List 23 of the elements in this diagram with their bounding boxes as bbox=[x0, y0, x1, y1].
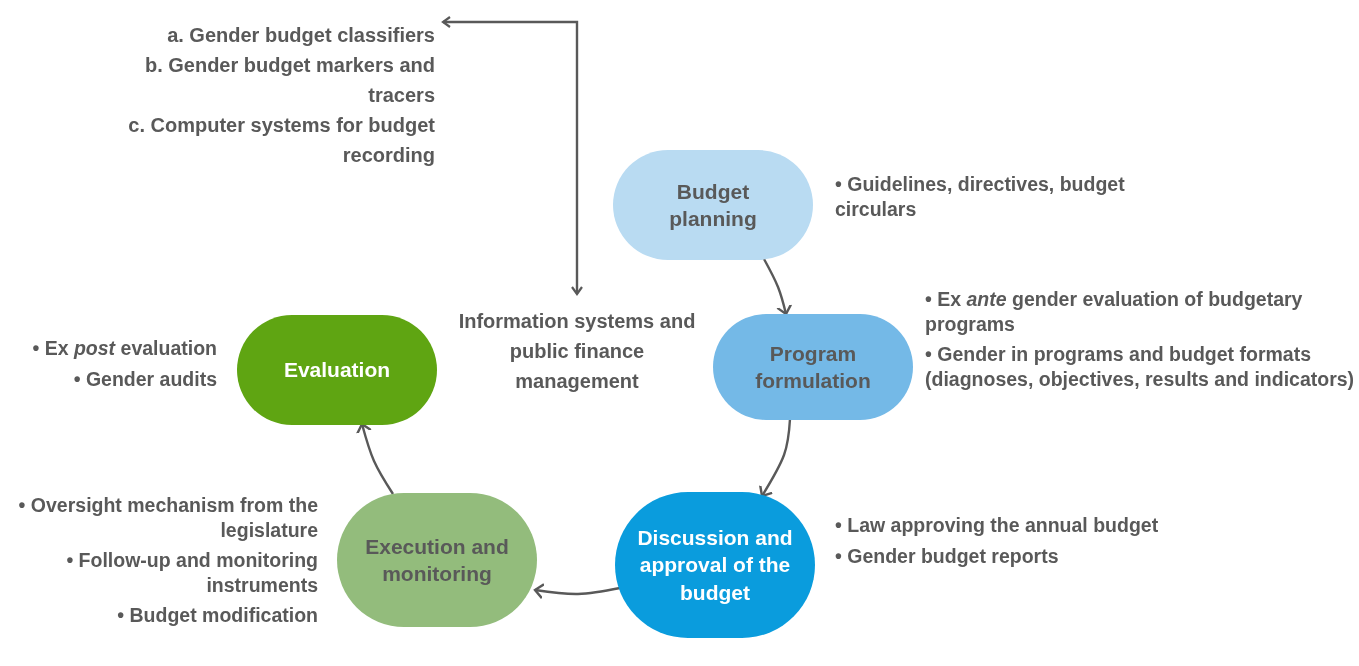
bullet-item: • Follow-up and monitoring instruments bbox=[65, 548, 318, 598]
bullet-item: • Budget modification bbox=[116, 603, 318, 628]
stage-label: Discussion and approval of the budget bbox=[637, 525, 793, 606]
stage-label: Execution and monitoring bbox=[364, 533, 510, 587]
stage-label: Budget planning bbox=[668, 178, 758, 232]
cycle-arrow bbox=[356, 422, 394, 495]
cycle-arrow bbox=[762, 258, 793, 316]
bullet-item: • Law approving the annual budget bbox=[835, 513, 1160, 538]
bullet-item: • Gender budget reports bbox=[835, 543, 1060, 569]
stage-label: Evaluation bbox=[283, 357, 391, 384]
bullet-item: • Gender in programs and budget formats (diagnoses, objectives, results and indicators) bbox=[925, 342, 1355, 392]
bullet-item: • Ex ante gender evaluation of budgetary programs bbox=[925, 287, 1304, 337]
bullet-item: • Oversight mechanism from the legislature bbox=[17, 493, 318, 543]
list-item: a. Gender budget classifiers bbox=[167, 23, 435, 48]
stage-label: Program formulation bbox=[754, 340, 872, 394]
bullet-item: • Guidelines, directives, budget circulars bbox=[835, 172, 1126, 222]
double-arrow bbox=[441, 15, 584, 296]
cycle-arrow bbox=[533, 583, 621, 600]
note-text: Information systems and public finance management bbox=[457, 309, 697, 394]
list-item: c. Computer systems for budget recording bbox=[127, 113, 435, 168]
bullet-item: • Gender audits bbox=[72, 366, 217, 392]
bullet-item: • Ex post evaluation bbox=[31, 336, 217, 361]
cycle-arrow bbox=[759, 418, 792, 498]
